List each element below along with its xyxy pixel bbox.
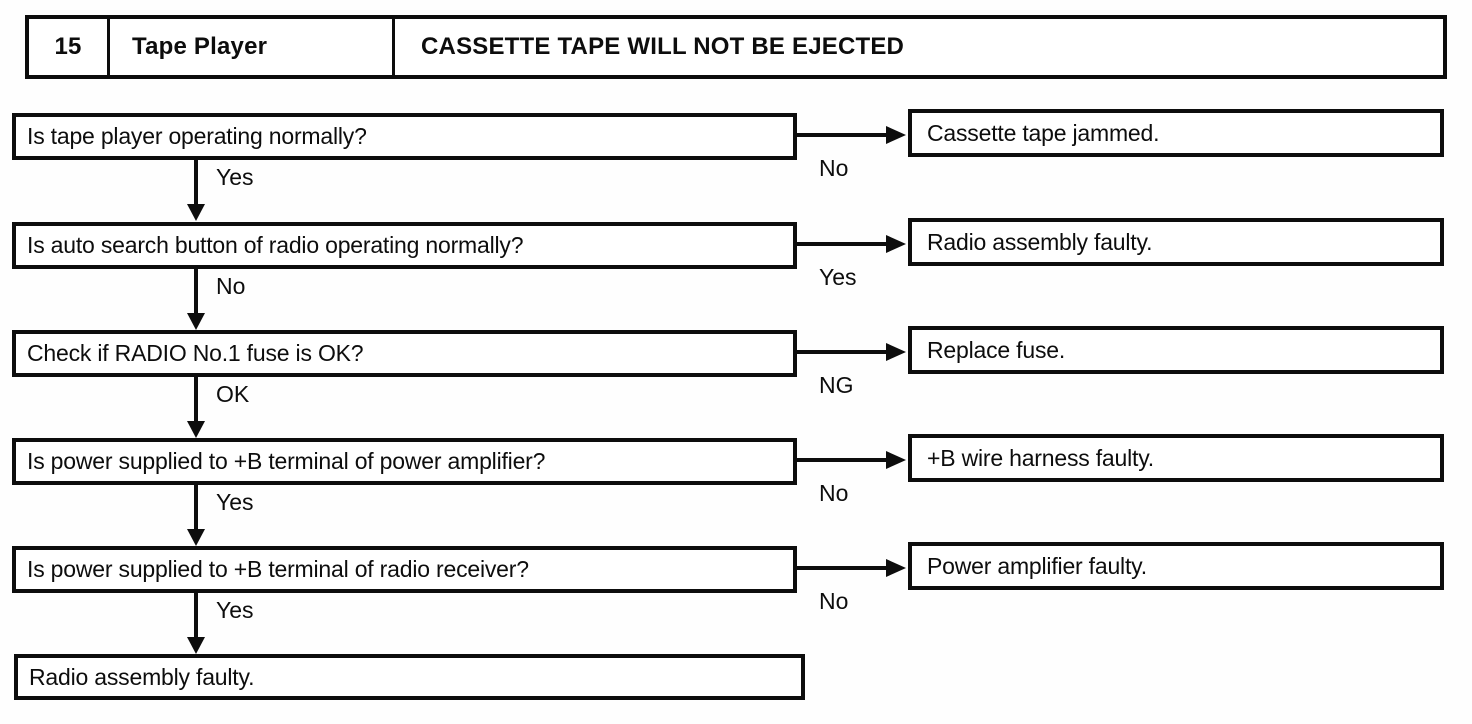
right-branch-label: NG: [819, 372, 854, 398]
down-arrow-line: [194, 160, 198, 206]
down-arrow-line: [194, 593, 198, 639]
right-arrow-head-icon: [886, 126, 906, 144]
right-arrow-line: [797, 350, 889, 354]
question-box: Is auto search button of radio operating…: [12, 222, 797, 269]
down-arrow-head-icon: [187, 421, 205, 438]
right-arrow-head-icon: [886, 343, 906, 361]
down-arrow-head-icon: [187, 204, 205, 221]
right-arrow-head-icon: [886, 559, 906, 577]
down-arrow-line: [194, 485, 198, 531]
down-branch-label: No: [216, 273, 246, 299]
flow-step-2: Is auto search button of radio operating…: [0, 218, 1472, 334]
question-box: Is power supplied to +B terminal of powe…: [12, 438, 797, 485]
right-arrow-head-icon: [886, 235, 906, 253]
down-branch-label: Yes: [216, 489, 254, 515]
question-box: Is tape player operating normally?: [12, 113, 797, 160]
down-arrow-head-icon: [187, 529, 205, 546]
down-arrow-line: [194, 269, 198, 315]
right-arrow-line: [797, 133, 889, 137]
right-arrow-line: [797, 242, 889, 246]
right-arrow-head-icon: [886, 451, 906, 469]
down-branch-label: OK: [216, 381, 250, 407]
result-box: Cassette tape jammed.: [908, 109, 1444, 157]
down-arrow-head-icon: [187, 313, 205, 330]
question-box: Is power supplied to +B terminal of radi…: [12, 546, 797, 593]
question-box: Check if RADIO No.1 fuse is OK?: [12, 330, 797, 377]
chart-header: 15 Tape Player CASSETTE TAPE WILL NOT BE…: [25, 15, 1447, 79]
down-branch-label: Yes: [216, 164, 254, 190]
flow-step-1: Is tape player operating normally? No Ca…: [0, 109, 1472, 225]
result-box: Power amplifier faulty.: [908, 542, 1444, 590]
final-result-box: Radio assembly faulty.: [14, 654, 805, 700]
flow-step-3: Check if RADIO No.1 fuse is OK? NG Repla…: [0, 326, 1472, 442]
right-arrow-line: [797, 566, 889, 570]
right-branch-label: Yes: [819, 264, 857, 290]
chart-symptom-title: CASSETTE TAPE WILL NOT BE EJECTED: [421, 33, 905, 60]
down-branch-label: Yes: [216, 597, 254, 623]
result-box: +B wire harness faulty.: [908, 434, 1444, 482]
result-box: Replace fuse.: [908, 326, 1444, 374]
chart-number: 15: [29, 19, 110, 75]
flow-step-5: Is power supplied to +B terminal of radi…: [0, 542, 1472, 658]
right-arrow-line: [797, 458, 889, 462]
down-arrow-line: [194, 377, 198, 423]
chart-system-title: Tape Player: [110, 19, 395, 75]
right-branch-label: No: [819, 155, 849, 181]
flow-step-4: Is power supplied to +B terminal of powe…: [0, 434, 1472, 550]
right-branch-label: No: [819, 588, 849, 614]
down-arrow-head-icon: [187, 637, 205, 654]
right-branch-label: No: [819, 480, 849, 506]
result-box: Radio assembly faulty.: [908, 218, 1444, 266]
